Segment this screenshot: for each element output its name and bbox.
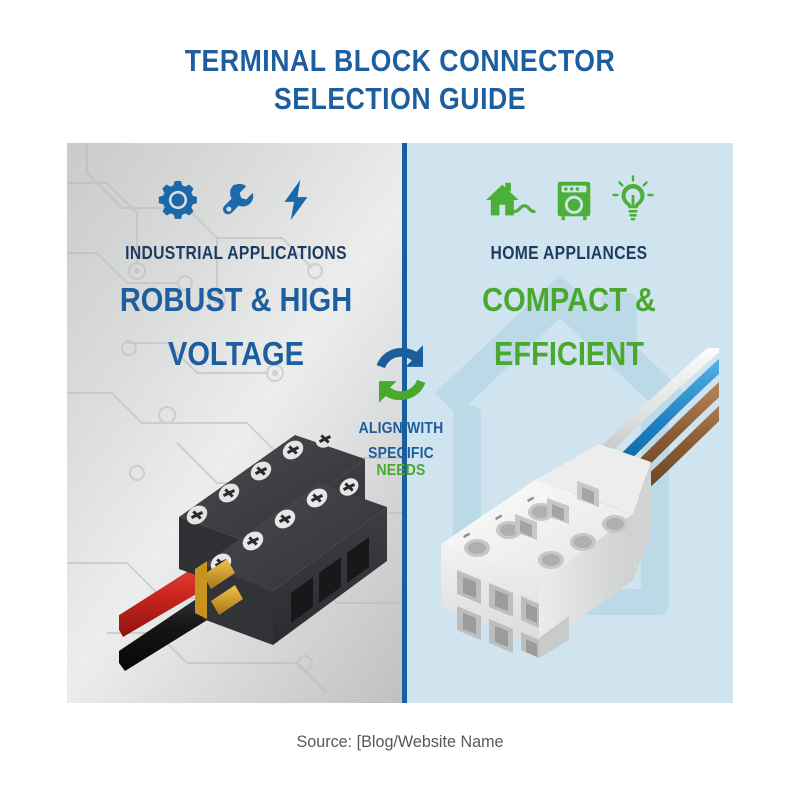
home-icon-row xyxy=(405,169,733,223)
wrench-icon xyxy=(223,183,254,215)
house-plug-icon xyxy=(486,182,536,216)
industrial-headline-line-1: ROBUST & HIGH xyxy=(119,281,353,318)
align-badge: ALIGN WITH SPECIFIC NEEDS xyxy=(336,341,466,479)
industrial-headline-line-2: VOLTAGE xyxy=(167,335,305,372)
page-title-line-2: SELECTION GUIDE xyxy=(273,81,527,116)
align-badge-text-needs: NEEDS xyxy=(376,462,426,479)
align-badge-line-2: SPECIFIC NEEDS xyxy=(343,445,460,479)
home-content: HOME APPLIANCES COMPACT & EFFICIENT xyxy=(405,143,733,372)
industrial-connector-photo xyxy=(119,430,387,671)
washing-machine-icon xyxy=(557,181,591,221)
home-headline-line-2: EFFICIENT xyxy=(493,335,645,372)
light-bulb-icon xyxy=(612,175,654,221)
lightning-bolt-icon xyxy=(284,179,308,221)
page-title: TERMINAL BLOCK CONNECTOR SELECTION GUIDE xyxy=(0,42,800,118)
gear-icon xyxy=(158,180,197,219)
align-badge-text-specific: SPECIFIC xyxy=(368,445,434,462)
comparison-panel: INDUSTRIAL APPLICATIONS ROBUST & HIGH VO… xyxy=(67,143,733,703)
align-badge-text-align-with: ALIGN WITH xyxy=(358,420,444,437)
page-title-line-1: TERMINAL BLOCK CONNECTOR xyxy=(184,43,616,78)
source-caption: Source: [Blog/Website Name xyxy=(296,732,504,751)
industrial-icon-row xyxy=(67,169,405,223)
home-eyebrow-label: HOME APPLIANCES xyxy=(490,243,648,263)
industrial-eyebrow-label: INDUSTRIAL APPLICATIONS xyxy=(125,243,347,263)
panel-divider xyxy=(402,143,407,703)
align-badge-line-1: ALIGN WITH xyxy=(343,420,460,437)
home-connector-photo xyxy=(441,348,719,658)
home-headline-line-1: COMPACT & xyxy=(482,281,656,318)
industrial-content: INDUSTRIAL APPLICATIONS ROBUST & HIGH VO… xyxy=(67,143,405,372)
sync-arrows-icon xyxy=(376,345,426,403)
